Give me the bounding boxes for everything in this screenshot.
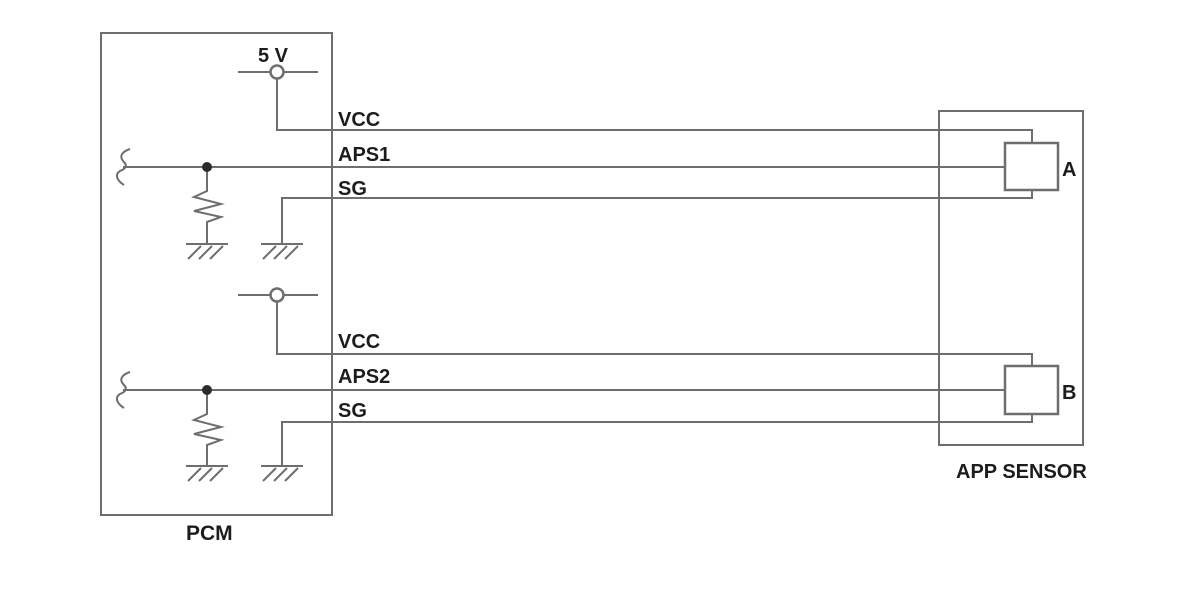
supply-voltage-label: 5 V bbox=[258, 45, 289, 67]
app-sensor-box bbox=[938, 110, 1084, 446]
pcm-box bbox=[100, 32, 333, 516]
pulldown-resistor-2 bbox=[191, 390, 225, 466]
sg1-wire bbox=[281, 188, 1033, 244]
app-sensor-label: APP SENSOR bbox=[956, 461, 1087, 483]
ground-symbol-3 bbox=[186, 465, 228, 482]
sg2-wire bbox=[281, 412, 1033, 466]
connector-pin-b bbox=[1003, 364, 1060, 416]
connector-b-label: B bbox=[1062, 382, 1076, 404]
sg1-pin-label: SG bbox=[338, 178, 367, 200]
connector-pin-a bbox=[1003, 141, 1060, 192]
vcc2-wire bbox=[276, 302, 1033, 371]
ground-symbol-2 bbox=[261, 243, 303, 260]
supply-terminal-2 bbox=[269, 287, 285, 303]
pcm-label: PCM bbox=[186, 522, 233, 545]
vcc2-pin-label: VCC bbox=[338, 331, 380, 353]
wire-break-symbol-2 bbox=[115, 371, 131, 409]
connector-a-label: A bbox=[1062, 159, 1076, 181]
ground-symbol-4 bbox=[261, 465, 303, 482]
supply-terminal-1 bbox=[269, 64, 285, 80]
aps1-pin-label: APS1 bbox=[338, 144, 390, 166]
pulldown-resistor-1 bbox=[191, 167, 225, 244]
sg2-pin-label: SG bbox=[338, 400, 367, 422]
vcc1-pin-label: VCC bbox=[338, 109, 380, 131]
junction-dot-2 bbox=[202, 385, 212, 395]
junction-dot-1 bbox=[202, 162, 212, 172]
ground-symbol-1 bbox=[186, 243, 228, 260]
wire-break-symbol-1 bbox=[115, 148, 131, 186]
vcc1-wire bbox=[276, 79, 1033, 148]
aps2-pin-label: APS2 bbox=[338, 366, 390, 388]
